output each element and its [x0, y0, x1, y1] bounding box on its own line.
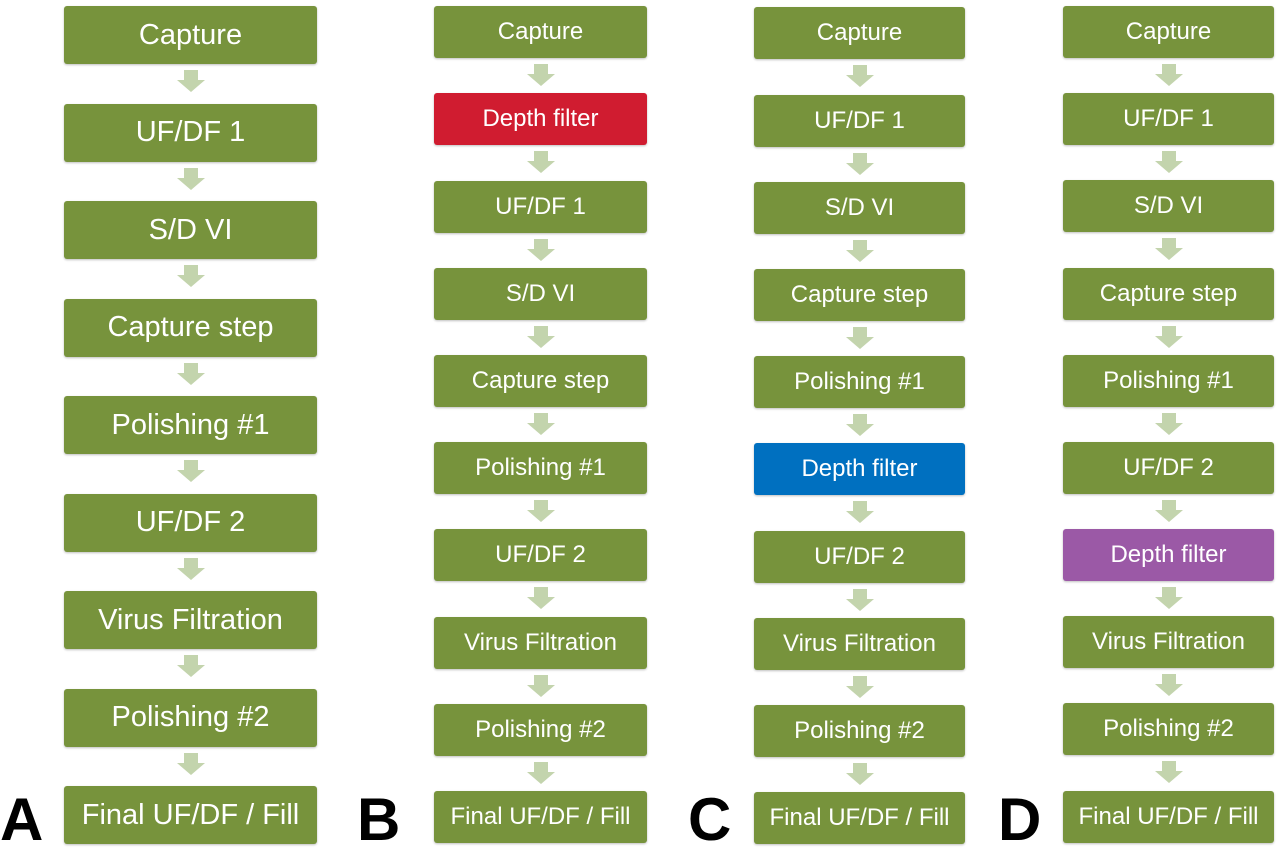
- step-polishing-2: Polishing #2: [1063, 703, 1274, 755]
- step-polishing-2: Polishing #2: [754, 704, 965, 757]
- step-virus-filtration: Virus Filtration: [434, 616, 647, 669]
- down-arrow-icon: [1154, 587, 1183, 609]
- step-capture: Capture: [754, 7, 965, 59]
- step-virus-filtration: Virus Filtration: [64, 591, 317, 649]
- step-capture: Capture: [64, 6, 317, 64]
- step-capture-step: Capture step: [1063, 267, 1274, 320]
- panel-label-a: A: [0, 786, 44, 853]
- down-arrow-icon: [845, 501, 874, 523]
- step-sd-vi: S/D VI: [434, 267, 647, 320]
- step-final-uf-df-fill: Final UF/DF / Fill: [64, 786, 317, 844]
- step-final-uf-df-fill: Final UF/DF / Fill: [434, 791, 647, 843]
- step-final-uf-df-fill: Final UF/DF / Fill: [754, 792, 965, 844]
- step-capture-step: Capture step: [434, 354, 647, 407]
- step-sd-vi: S/D VI: [64, 201, 317, 259]
- step-uf-df-2: UF/DF 2: [434, 529, 647, 581]
- down-arrow-icon: [526, 587, 555, 609]
- step-depth-filter: Depth filter: [434, 93, 647, 145]
- step-virus-filtration: Virus Filtration: [1063, 616, 1274, 668]
- step-sd-vi: S/D VI: [754, 181, 965, 234]
- step-polishing-1: Polishing #1: [1063, 354, 1274, 407]
- down-arrow-icon: [526, 761, 555, 784]
- down-arrow-icon: [845, 239, 874, 262]
- down-arrow-icon: [1154, 238, 1183, 260]
- flow-panel-b: Capture Depth filter UF/DF 1 S/D VI Capt…: [434, 0, 647, 852]
- down-arrow-icon: [845, 414, 874, 436]
- down-arrow-icon: [845, 152, 874, 175]
- down-arrow-icon: [845, 65, 874, 87]
- down-arrow-icon: [176, 362, 205, 385]
- down-arrow-icon: [176, 70, 205, 92]
- step-uf-df-2: UF/DF 2: [64, 493, 317, 552]
- step-depth-filter: Depth filter: [1063, 529, 1274, 581]
- step-uf-df-1: UF/DF 1: [754, 94, 965, 147]
- step-virus-filtration: Virus Filtration: [754, 617, 965, 670]
- down-arrow-icon: [526, 238, 555, 261]
- panel-label-d: D: [998, 786, 1042, 853]
- step-capture: Capture: [434, 6, 647, 58]
- step-polishing-1: Polishing #1: [754, 356, 965, 408]
- down-arrow-icon: [845, 588, 874, 611]
- down-arrow-icon: [176, 557, 205, 580]
- down-arrow-icon: [176, 460, 205, 482]
- down-arrow-icon: [845, 762, 874, 785]
- down-arrow-icon: [176, 752, 205, 775]
- step-polishing-1: Polishing #1: [64, 396, 317, 454]
- step-capture-step: Capture step: [64, 298, 317, 357]
- step-capture-step: Capture step: [754, 268, 965, 321]
- step-polishing-2: Polishing #2: [434, 703, 647, 756]
- down-arrow-icon: [1154, 151, 1183, 173]
- down-arrow-icon: [1154, 499, 1183, 522]
- down-arrow-icon: [526, 412, 555, 435]
- step-sd-vi: S/D VI: [1063, 180, 1274, 232]
- panel-label-c: C: [688, 786, 732, 853]
- flow-panel-c: Capture UF/DF 1 S/D VI Capture step Poli…: [754, 0, 965, 852]
- down-arrow-icon: [526, 151, 555, 173]
- down-arrow-icon: [1154, 412, 1183, 435]
- down-arrow-icon: [526, 500, 555, 522]
- down-arrow-icon: [526, 325, 555, 348]
- flow-panel-d: Capture UF/DF 1 S/D VI Capture step Poli…: [1063, 0, 1274, 852]
- down-arrow-icon: [1154, 674, 1183, 696]
- step-final-uf-df-fill: Final UF/DF / Fill: [1063, 790, 1274, 843]
- step-polishing-2: Polishing #2: [64, 688, 317, 747]
- down-arrow-icon: [845, 326, 874, 349]
- panel-label-b: B: [357, 786, 401, 853]
- down-arrow-icon: [176, 265, 205, 287]
- down-arrow-icon: [1154, 325, 1183, 348]
- down-arrow-icon: [845, 675, 874, 698]
- step-uf-df-2: UF/DF 2: [754, 530, 965, 583]
- step-uf-df-2: UF/DF 2: [1063, 441, 1274, 494]
- step-capture: Capture: [1063, 6, 1274, 58]
- down-arrow-icon: [1154, 64, 1183, 86]
- step-uf-df-1: UF/DF 1: [434, 180, 647, 233]
- down-arrow-icon: [526, 674, 555, 697]
- step-uf-df-1: UF/DF 1: [64, 103, 317, 162]
- down-arrow-icon: [1154, 761, 1183, 783]
- down-arrow-icon: [526, 64, 555, 86]
- step-depth-filter: Depth filter: [754, 443, 965, 495]
- step-uf-df-1: UF/DF 1: [1063, 93, 1274, 145]
- down-arrow-icon: [176, 167, 205, 190]
- step-polishing-1: Polishing #1: [434, 442, 647, 494]
- flow-panel-a: Capture UF/DF 1 S/D VI Capture step Poli…: [64, 0, 317, 852]
- down-arrow-icon: [176, 655, 205, 677]
